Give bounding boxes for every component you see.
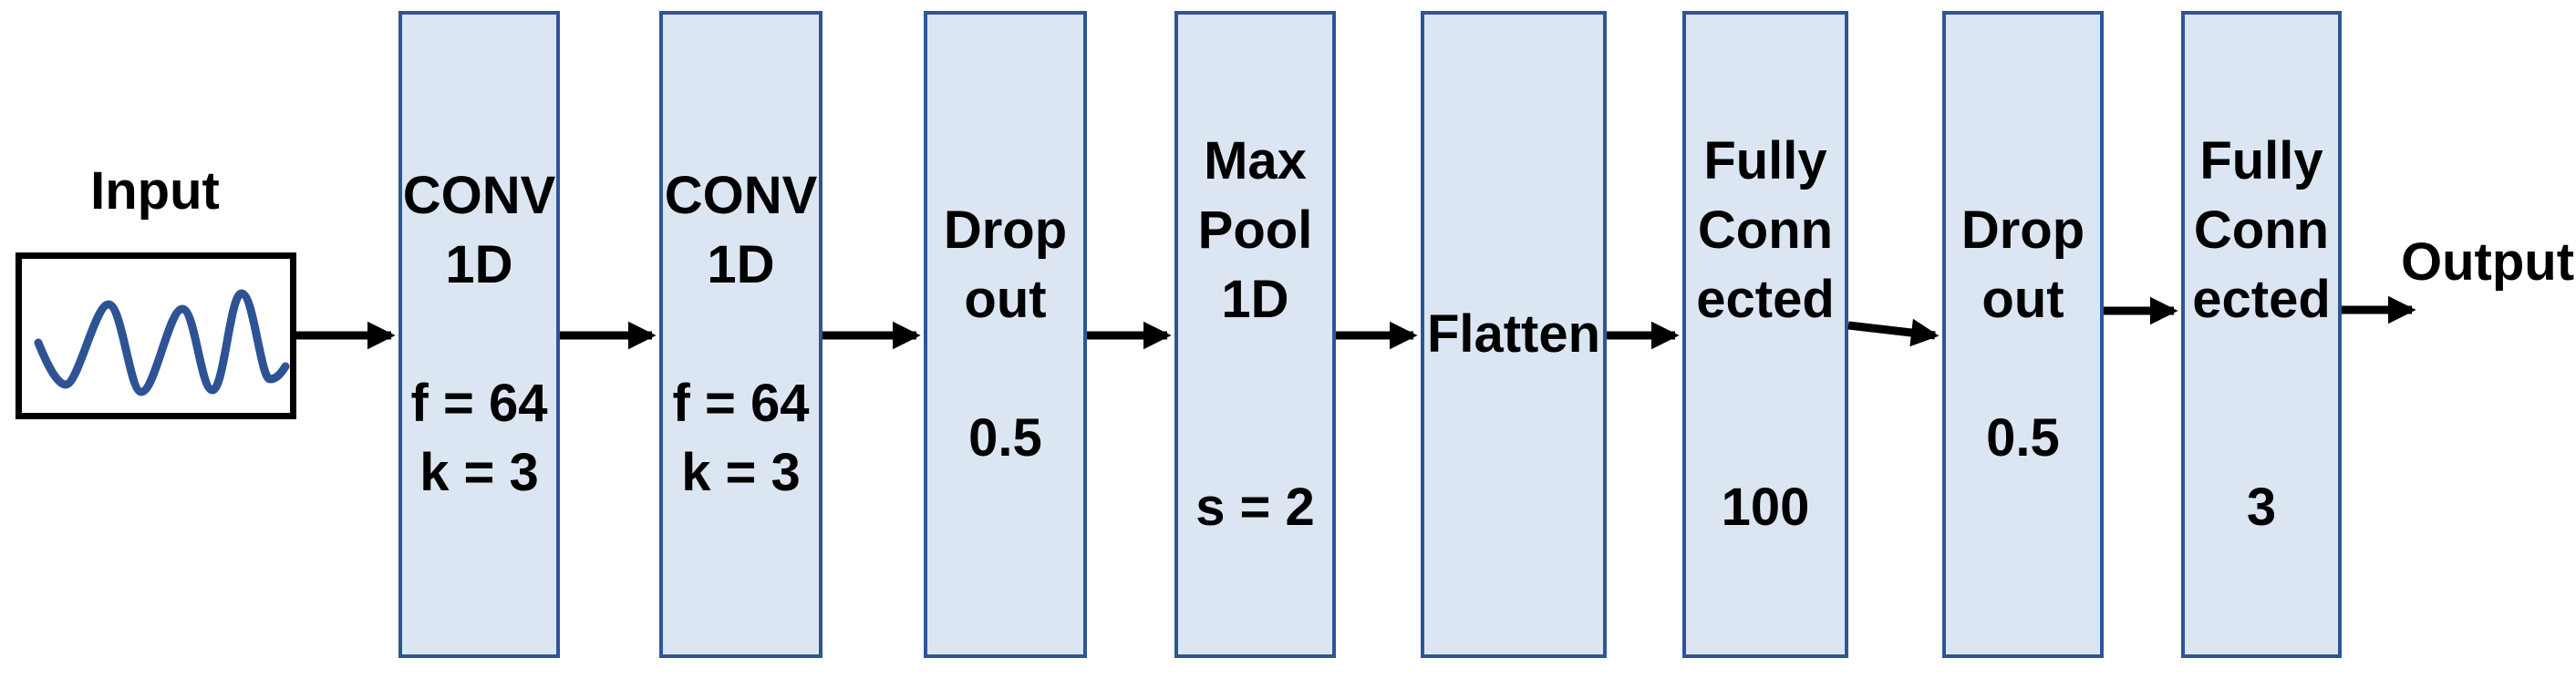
input-signal-box [16, 252, 296, 419]
block-conv1d-1-text: CONV 1D f = 64 k = 3 [402, 166, 556, 502]
block-flatten: Flatten [1421, 11, 1607, 658]
block-maxpool1d: Max Pool 1D s = 2 [1174, 11, 1336, 658]
block-conv1d-2: CONV 1D f = 64 k = 3 [659, 11, 822, 658]
block-conv1d-2-text: CONV 1D f = 64 k = 3 [664, 166, 818, 502]
block-dropout-2-text: Drop out 0.5 [1960, 201, 2085, 468]
arrow-fully-connected-1-to-dropout-2 [1847, 318, 1940, 347]
block-dropout-1: Drop out 0.5 [924, 11, 1087, 658]
input-label: Input [90, 161, 220, 221]
block-fully-connected-1-text: Fully Conn ected 100 [1696, 131, 1835, 537]
sine-wave-icon [34, 289, 290, 396]
output-label: Output [2400, 232, 2575, 292]
block-fully-connected-1: Fully Conn ected 100 [1682, 11, 1848, 658]
block-conv1d-1: CONV 1D f = 64 k = 3 [398, 11, 560, 658]
block-dropout-1-text: Drop out 0.5 [943, 201, 1068, 468]
block-fully-connected-2: Fully Conn ected 3 [2181, 11, 2342, 658]
block-dropout-2: Drop out 0.5 [1942, 11, 2104, 658]
block-fully-connected-2-text: Fully Conn ected 3 [2192, 131, 2331, 537]
block-flatten-text: Flatten [1426, 304, 1601, 364]
block-maxpool1d-text: Max Pool 1D s = 2 [1195, 131, 1315, 537]
